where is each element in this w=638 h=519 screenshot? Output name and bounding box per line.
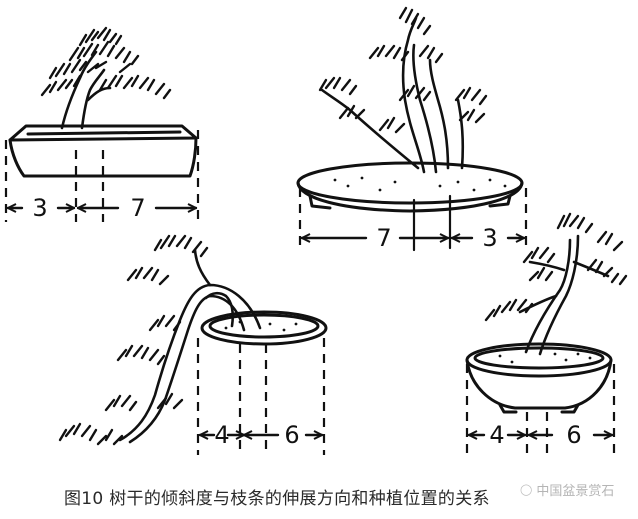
rectangular-pot	[8, 124, 198, 178]
dimension-label-bottom-left-right: 6	[284, 421, 300, 449]
dimension-label-bottom-left-left: 4	[214, 421, 230, 449]
measurement-guides	[196, 338, 326, 455]
soil-dots	[498, 352, 592, 364]
dimension-label-bottom-right-left: 4	[489, 421, 505, 449]
watermark-text: 中国盆景赏石	[536, 484, 615, 499]
watermark: ◯ 中国盆景赏石	[520, 480, 614, 499]
dimension-label-top-right-left: 7	[376, 224, 392, 252]
tree-trunk	[60, 50, 112, 130]
panel-bottom-left	[58, 234, 328, 455]
soil-dots	[224, 320, 298, 332]
tree-foliage	[484, 212, 628, 322]
figure-caption: 图10 树干的倾斜度与枝条的伸展方向和种植位置的关系	[64, 489, 490, 509]
dimension-label-top-right-right: 3	[482, 224, 498, 252]
soil-dots	[333, 176, 507, 192]
dimension-label-bottom-right-right: 6	[566, 421, 582, 449]
measurement-guides	[4, 130, 200, 222]
panel-top-right	[296, 6, 528, 252]
round-bowl-pot	[465, 342, 613, 414]
tree-trunk	[518, 234, 610, 356]
dimension-label-top-left-right: 7	[130, 194, 146, 222]
oval-tray-pot	[296, 161, 524, 213]
measurement-guides	[465, 364, 616, 455]
tree-foliage	[40, 26, 172, 100]
tree-foliage	[58, 234, 209, 446]
wechat-bubble-icon: ◯	[520, 483, 533, 496]
dimension-label-top-left-left: 3	[32, 194, 48, 222]
measurement-guides	[298, 188, 528, 252]
tree-trunk	[320, 16, 465, 174]
panel-top-left	[4, 26, 200, 222]
cylinder-pot	[200, 310, 328, 346]
tree-trunk	[118, 248, 262, 444]
panel-bottom-right	[465, 212, 628, 455]
